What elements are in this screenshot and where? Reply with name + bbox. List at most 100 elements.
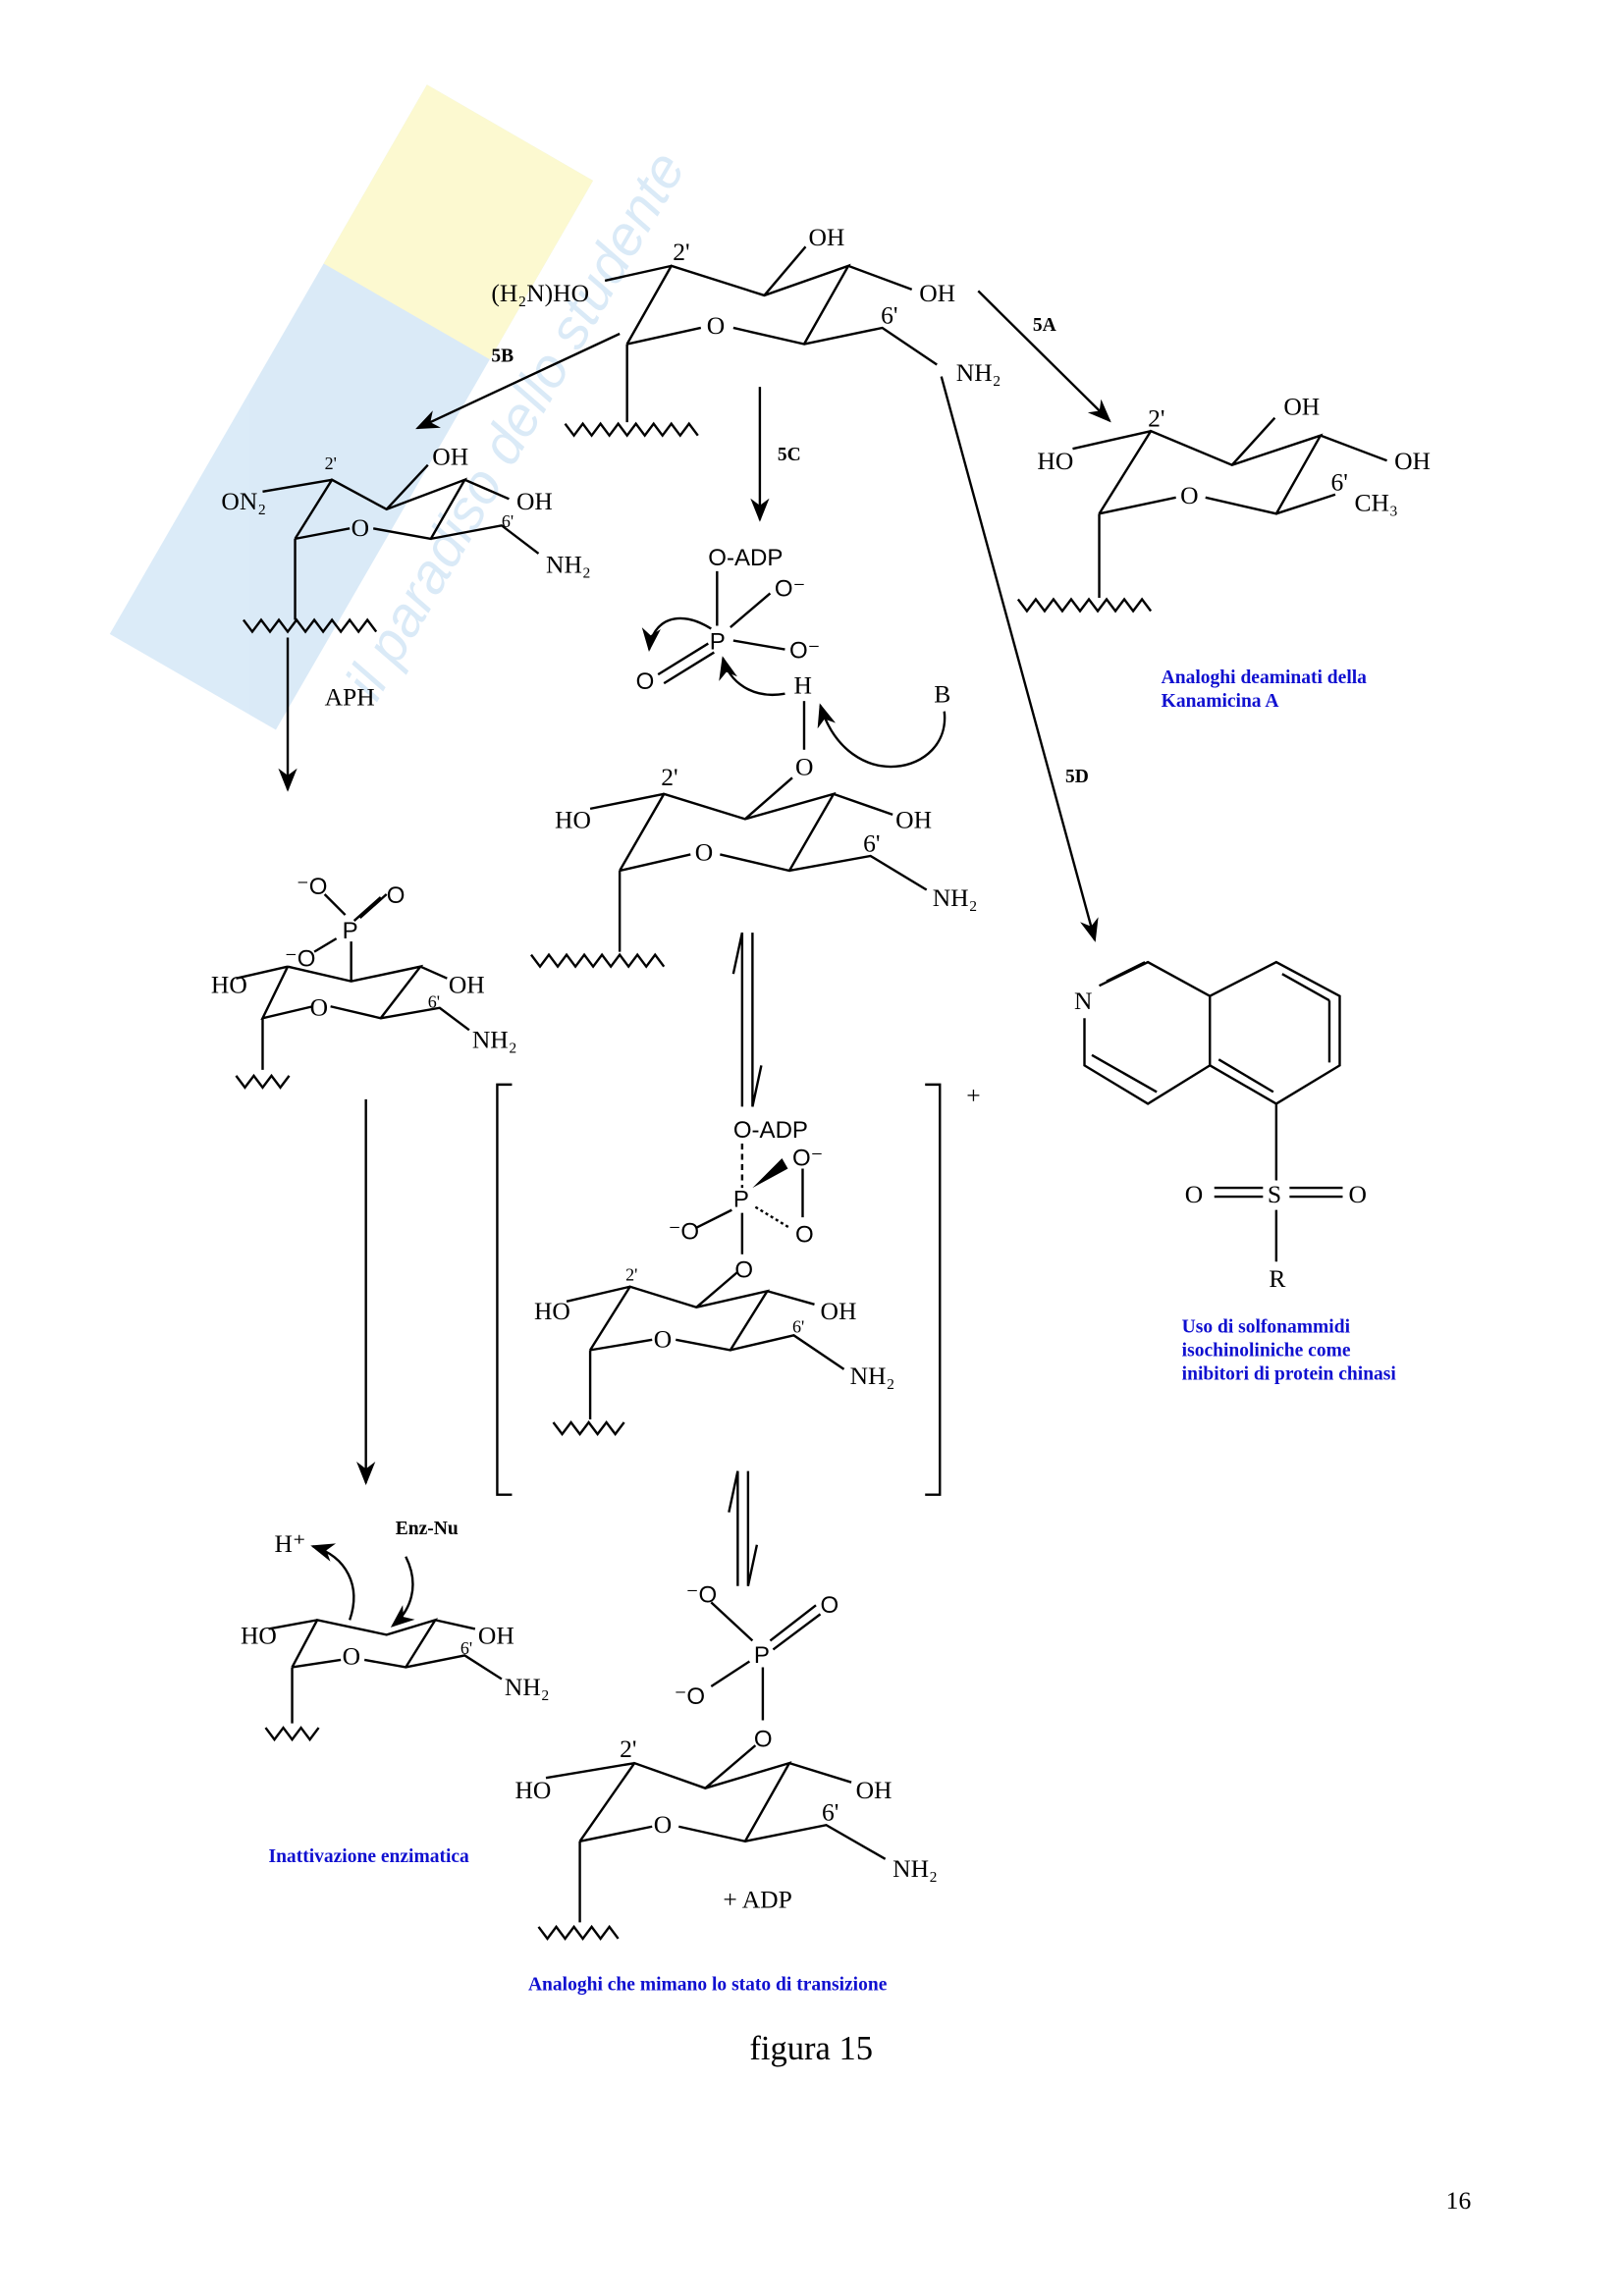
bond-line [695, 1168, 804, 1255]
bond-line [268, 1618, 503, 1724]
chem-label: NH₂ [546, 550, 591, 578]
chem-label: 6' [863, 828, 880, 857]
chem-label: P [343, 918, 358, 944]
chem-label: Enz-Nu [396, 1519, 459, 1539]
chem-label: + ADP [723, 1885, 791, 1913]
wavy-bond [530, 952, 666, 969]
chem-label: O [821, 1592, 839, 1619]
chem-label: O [343, 1641, 360, 1670]
chem-label: 2' [620, 1735, 636, 1763]
chem-label: OH [516, 487, 553, 515]
chem-label: ⁻O [669, 1219, 699, 1246]
chem-label: NH₂ [850, 1362, 895, 1390]
chem-label: R [1269, 1264, 1285, 1293]
chem-label: O [387, 882, 406, 909]
bond-line [1072, 416, 1387, 598]
chem-label: NH₂ [505, 1673, 550, 1701]
phosphorylated-kanamycin: ⁻O O P ⁻O HO OH O 6' NH₂ [211, 874, 517, 1486]
isoquinoline-sulfonamide: N S O O R Uso di solfonammidi isochinoli… [1074, 960, 1396, 1384]
bond-line [752, 1158, 788, 1189]
chem-label: ON₂ [221, 487, 266, 515]
chem-label: OH [821, 1297, 857, 1325]
chem-label: OH [1394, 447, 1431, 475]
chem-label: Analoghi deaminati della [1162, 667, 1368, 688]
bond-line [566, 1270, 845, 1420]
bond-line [604, 245, 938, 423]
figure-caption: figura 15 [749, 2030, 873, 2067]
arrow-5b [415, 332, 621, 430]
route-label-5b: 5B [491, 347, 514, 367]
enzymatic-inactivation: H⁺ Enz-Nu HO OH O 6' NH₂ Inattivazione e… [241, 1519, 550, 1867]
chem-label: Analoghi che mimano lo stato di transizi… [528, 1975, 888, 1996]
bond-line [817, 703, 947, 769]
wavy-bond [564, 421, 699, 438]
chem-label: O [1348, 1180, 1366, 1208]
bond-line [589, 776, 928, 952]
chem-label: P [754, 1642, 770, 1669]
bond-line [719, 656, 785, 696]
chem-label: O [636, 668, 655, 695]
chem-label: 6' [792, 1316, 804, 1336]
chem-label: 6' [460, 1638, 472, 1658]
chem-label: P [710, 629, 726, 656]
bond-line [545, 1601, 887, 1923]
chem-label: O [654, 1810, 672, 1839]
bond-line [1083, 960, 1343, 1262]
chem-label: OH [856, 1776, 893, 1804]
equilibrium-arrow-upper [731, 932, 763, 1107]
chem-label: 6' [822, 1798, 839, 1827]
chem-label: N [1074, 987, 1092, 1015]
chem-label: O⁻ [775, 575, 805, 602]
chem-label: Kanamicina A [1162, 691, 1279, 712]
chem-label: O [695, 837, 713, 866]
chem-label: HO [211, 971, 247, 999]
chem-label: Inattivazione enzimatica [268, 1846, 469, 1867]
chem-label: 2' [1148, 404, 1164, 433]
chem-label: OH [808, 223, 844, 251]
chem-label: O [734, 1257, 753, 1284]
bond-line [236, 893, 470, 1070]
chem-label: O⁻ [792, 1146, 823, 1172]
chem-label: OH [432, 443, 468, 471]
chem-label: + [966, 1081, 980, 1109]
chem-label: 6' [502, 511, 514, 531]
chem-label: OH [478, 1621, 514, 1649]
transition-state: + O-ADP O⁻ P O ⁻O O HO 2' OH O 6' NH₂ [496, 1081, 981, 1496]
wavy-bond [537, 1924, 620, 1941]
chem-label: H⁺ [275, 1529, 306, 1558]
chem-label: O [310, 992, 328, 1021]
arrow-5d [940, 376, 1099, 942]
transition-state-analog: ⁻O O P ⁻O O HO 2' OH O 6' NH₂ + ADP Anal… [514, 1581, 937, 1995]
chem-label: 6' [428, 992, 440, 1012]
bond-line [728, 1470, 759, 1587]
chem-label: O [795, 752, 813, 780]
chem-label: O [754, 1727, 773, 1753]
chem-label: O-ADP [733, 1117, 808, 1144]
equilibrium-arrow-lower [728, 1470, 759, 1587]
chem-label: O [1180, 481, 1198, 509]
chem-label: Uso di solfonammidi [1182, 1316, 1351, 1337]
chem-label: NH₂ [472, 1025, 517, 1053]
bond-line [390, 1556, 415, 1628]
chem-label: 2' [325, 454, 337, 473]
kanamycin-ring-start: (H₂N)HO 2' OH OH O 6' NH₂ [491, 223, 1001, 438]
chem-label: 2' [673, 238, 689, 266]
chem-label: isochinoliniche come [1182, 1340, 1351, 1361]
chem-label: S [1268, 1180, 1281, 1208]
chem-label: (H₂N)HO [491, 279, 589, 307]
chem-label: HO [514, 1776, 551, 1804]
chem-label: HO [534, 1297, 570, 1325]
wavy-bond [552, 1420, 625, 1437]
bond-line [262, 463, 540, 620]
chem-label: H [793, 671, 811, 700]
chem-label: 2' [625, 1265, 637, 1285]
chem-label: O [654, 1324, 672, 1353]
chem-label: OH [919, 279, 955, 307]
bond-line [310, 1543, 355, 1621]
chem-label: O-ADP [708, 545, 783, 571]
chem-label: O [707, 311, 725, 340]
bond-line [657, 570, 785, 685]
wavy-bond [242, 617, 378, 634]
wavy-bond [235, 1073, 291, 1090]
